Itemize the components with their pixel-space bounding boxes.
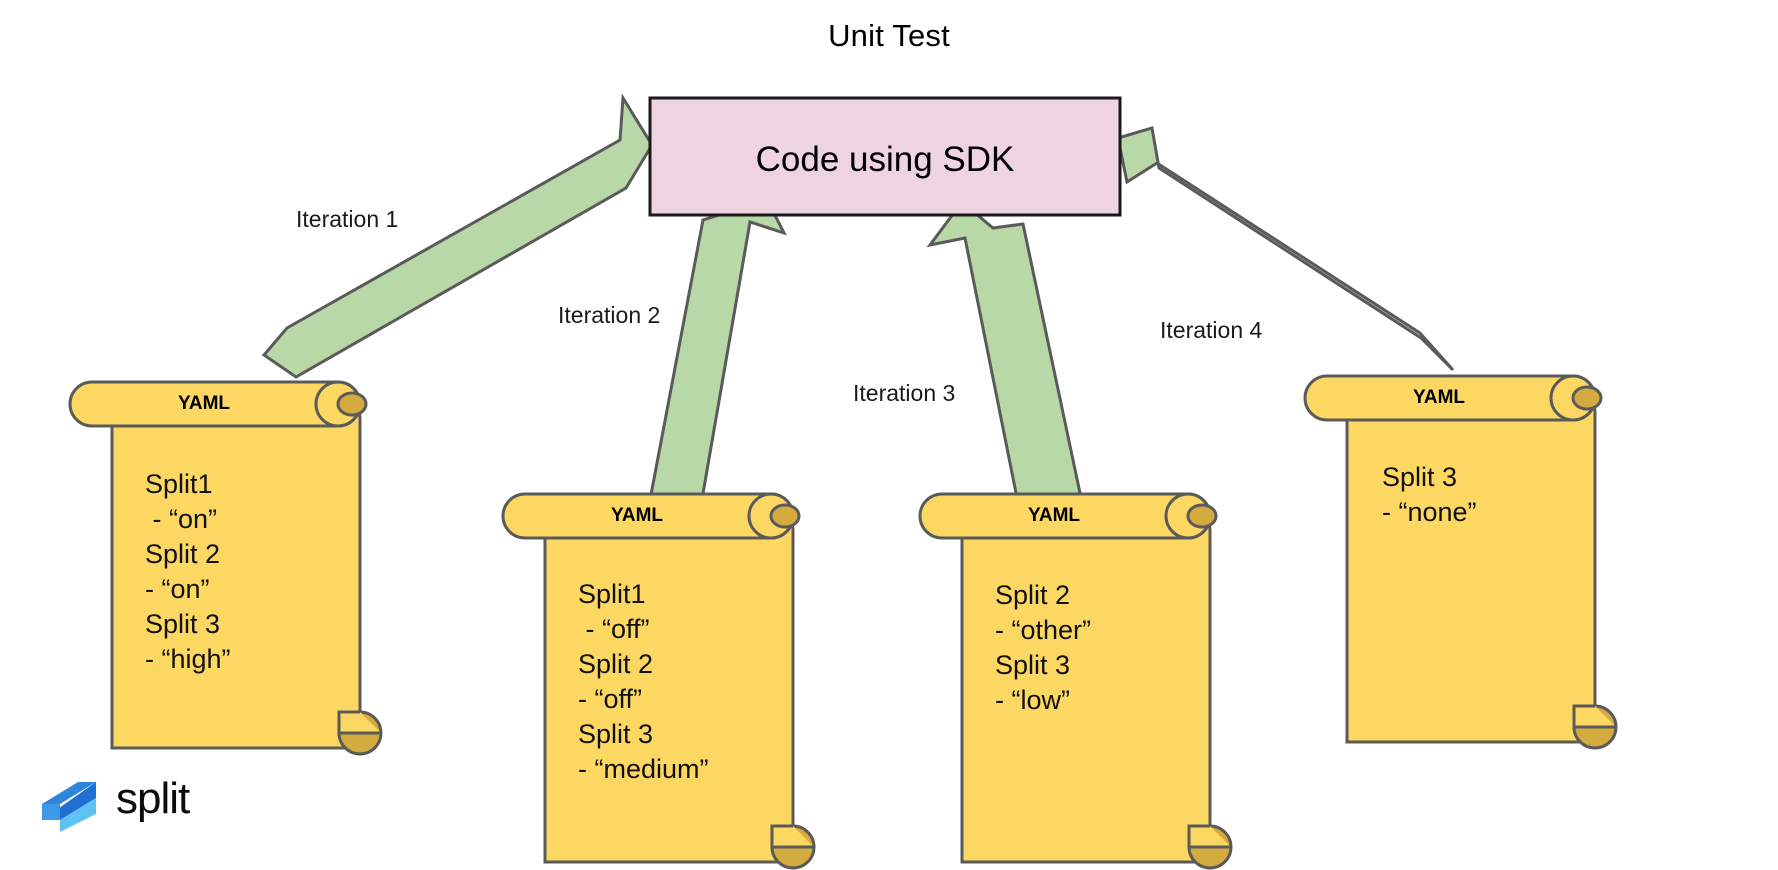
arrow-iteration-1 — [261, 93, 654, 379]
yaml-document-2[interactable] — [501, 492, 816, 870]
arrow-iteration-3 — [926, 199, 1082, 507]
yaml-document-1[interactable] — [68, 380, 383, 756]
yaml-document-4[interactable] — [1303, 374, 1618, 750]
yaml-document-3[interactable] — [918, 492, 1233, 870]
code-using-sdk-box[interactable] — [648, 96, 1122, 217]
split-logo-wordmark: split — [116, 774, 190, 823]
split-logo: split — [38, 774, 208, 834]
split-logo-mark — [42, 782, 96, 832]
arrow-iteration-4 — [1116, 126, 1455, 372]
arrow-iteration-2 — [648, 183, 787, 512]
